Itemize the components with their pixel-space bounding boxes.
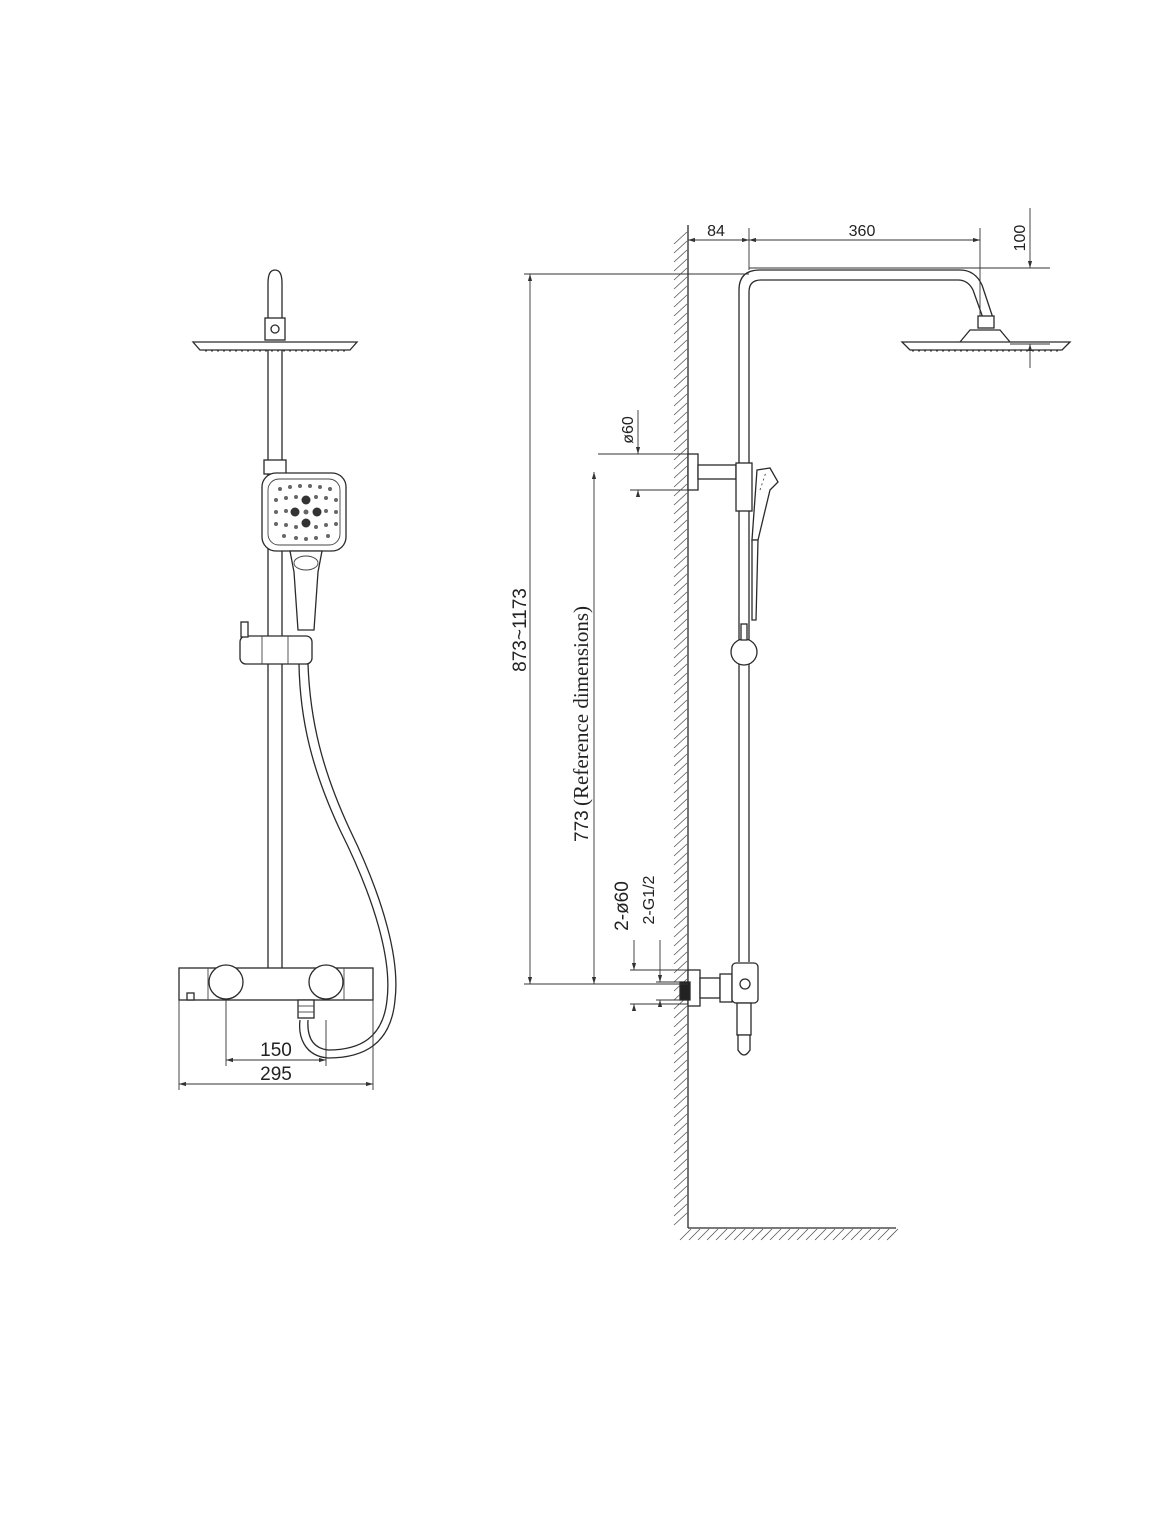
shower-hose-inner (298, 663, 397, 1059)
dim-inlet-dia-label: 2-ø60 (612, 881, 633, 931)
bracket-knob (240, 621, 249, 638)
hand-shower-side (751, 467, 779, 541)
upper-bracket-arm (697, 464, 737, 480)
floor-hatching (679, 1228, 899, 1241)
hand-shower-nozzles (274, 484, 338, 541)
dim-inner-label: 150 (260, 1040, 292, 1061)
flow-handle (308, 964, 344, 1000)
outlet-side (736, 1002, 752, 1036)
bottom-outlet (297, 999, 315, 1019)
dim-reference-prefix: 773 (572, 810, 593, 842)
mixer-side-body (731, 962, 759, 1004)
wall-hatching (673, 231, 688, 1226)
temperature-handle (208, 964, 244, 1000)
slide-bracket (239, 635, 313, 665)
dim-bracket-dia-label: ø60 (620, 416, 637, 444)
upper-clamp (735, 462, 753, 512)
dim-top-offset-label: 84 (707, 223, 725, 240)
head-connector-side (977, 315, 995, 329)
head-connector (264, 317, 286, 341)
shower-hose-outer (298, 663, 389, 1051)
slide-bracket-side (730, 638, 758, 666)
rain-shower-head-side (900, 341, 1072, 351)
dim-head-drop-label: 100 (1012, 225, 1029, 252)
handshower-holder (263, 459, 287, 475)
hand-shower-handle (289, 550, 323, 631)
inlet-fitting (679, 981, 691, 1001)
dim-height-range-label: 873~1173 (510, 588, 531, 672)
inlet-nut (699, 977, 721, 999)
riser-arm-outer (738, 269, 994, 470)
dim-top-arm-label: 360 (849, 223, 876, 240)
rain-shower-head (191, 341, 359, 351)
front-view: 150 295 (178, 269, 397, 1090)
riser-arm-inner (748, 279, 984, 470)
hand-shower-handle-side (751, 539, 759, 621)
dim-inlet-thread-label: 2-G1/2 (641, 875, 658, 924)
dim-reference-note: (Reference dimensions) (569, 606, 593, 806)
upper-wall-flange (687, 453, 699, 491)
dim-outer-label: 295 (260, 1064, 292, 1085)
side-view: 84 360 100 ø60 873~1173 773 (Reference d… (510, 208, 1072, 1241)
mixer-cap (186, 992, 195, 1001)
riser-top-cap (267, 269, 283, 318)
